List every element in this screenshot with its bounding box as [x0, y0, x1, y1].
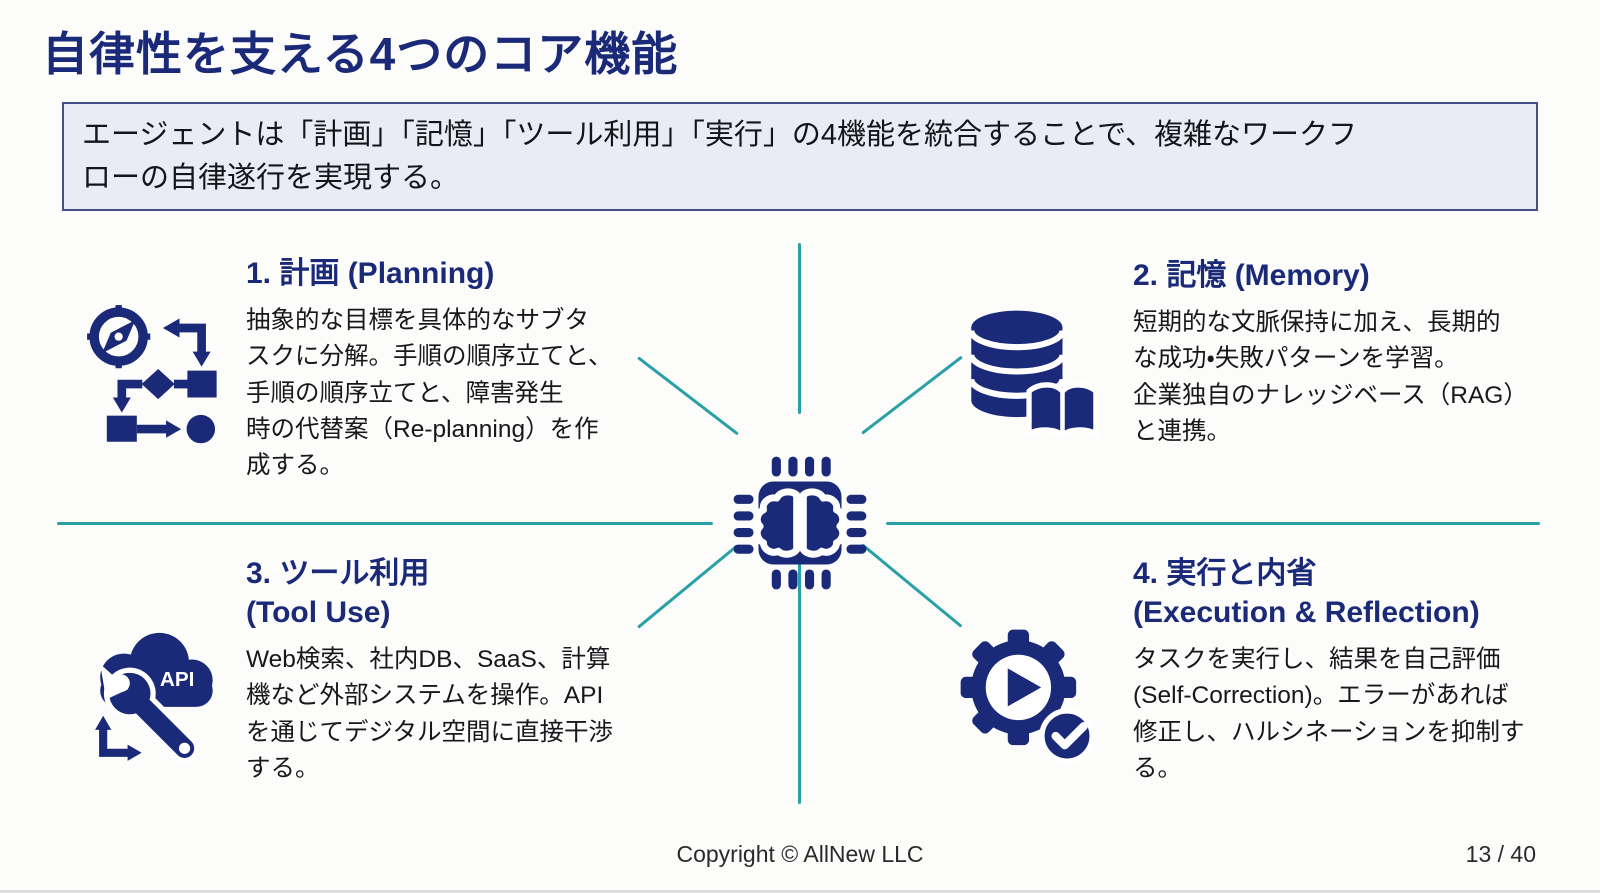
memory-text-block: 2. 記憶 (Memory) 短期的な文脈保持に加え、長期的 な成功・失敗パター…	[1133, 256, 1573, 450]
execution-heading-line1: 4. 実行と内省	[1133, 557, 1317, 590]
execution-text-block: 4. 実行と内省 (Execution & Reflection) タスクを実行…	[1133, 554, 1588, 787]
page-number: 13 / 40	[1465, 841, 1536, 867]
memory-body: 短期的な文脈保持に加え、長期的 な成功・失敗パターンを学習。 企業独自のナレッジ…	[1133, 309, 1528, 445]
brain-chip-icon	[733, 456, 867, 590]
cloud-api-wrench-icon: API	[95, 632, 213, 764]
summary-text: エージェントは「計画」「記憶」「ツール利用」「実行」の4機能を統合することで、複…	[82, 119, 1358, 194]
connector-line-diagonal-top-right	[861, 355, 963, 435]
copyright-text: Copyright © AllNew LLC	[676, 841, 924, 867]
planning-heading: 1. 計画 (Planning)	[246, 257, 495, 290]
connector-line-horizontal-left	[57, 522, 713, 525]
tool-use-text-block: 3. ツール利用 (Tool Use) Web検索、社内DB、SaaS、計算 機…	[246, 554, 666, 787]
connector-line-horizontal-right	[886, 522, 1540, 525]
planning-icon-box	[76, 292, 234, 454]
execution-heading-line2: (Execution & Reflection)	[1133, 596, 1480, 629]
execution-icon-box	[950, 616, 1102, 774]
gear-play-check-icon	[960, 629, 1095, 764]
compass-flowchart-icon	[87, 305, 217, 444]
connector-line-vertical-top	[798, 243, 801, 414]
planning-text-block: 1. 計画 (Planning) 抽象的な目標を具体的なサブタ スクに分解。手順…	[246, 254, 666, 484]
tool-use-heading-line2: (Tool Use)	[246, 596, 391, 629]
slide-title: 自律性を支える4つのコア機能	[42, 28, 679, 80]
connector-line-vertical-bottom	[798, 556, 801, 804]
execution-body: タスクを実行し、結果を自己評価 (Self-Correction)。エラーがあれ…	[1133, 646, 1525, 782]
tool-use-body: Web検索、社内DB、SaaS、計算 機など外部システムを操作。API を通じて…	[246, 646, 614, 782]
planning-body: 抽象的な目標を具体的なサブタ スクに分解。手順の順序立てと、 手順の順序立てと、…	[246, 307, 613, 479]
api-label: API	[160, 668, 195, 691]
bottom-edge-line	[0, 890, 1600, 893]
memory-icon-box	[950, 294, 1102, 452]
memory-heading: 2. 記憶 (Memory)	[1133, 259, 1370, 292]
tool-use-icon-box: API	[78, 618, 226, 778]
summary-box: エージェントは「計画」「記憶」「ツール利用」「実行」の4機能を統合することで、複…	[62, 102, 1538, 212]
center-hub	[717, 440, 883, 606]
tool-use-heading-line1: 3. ツール利用	[246, 557, 430, 590]
database-book-icon	[968, 310, 1099, 438]
